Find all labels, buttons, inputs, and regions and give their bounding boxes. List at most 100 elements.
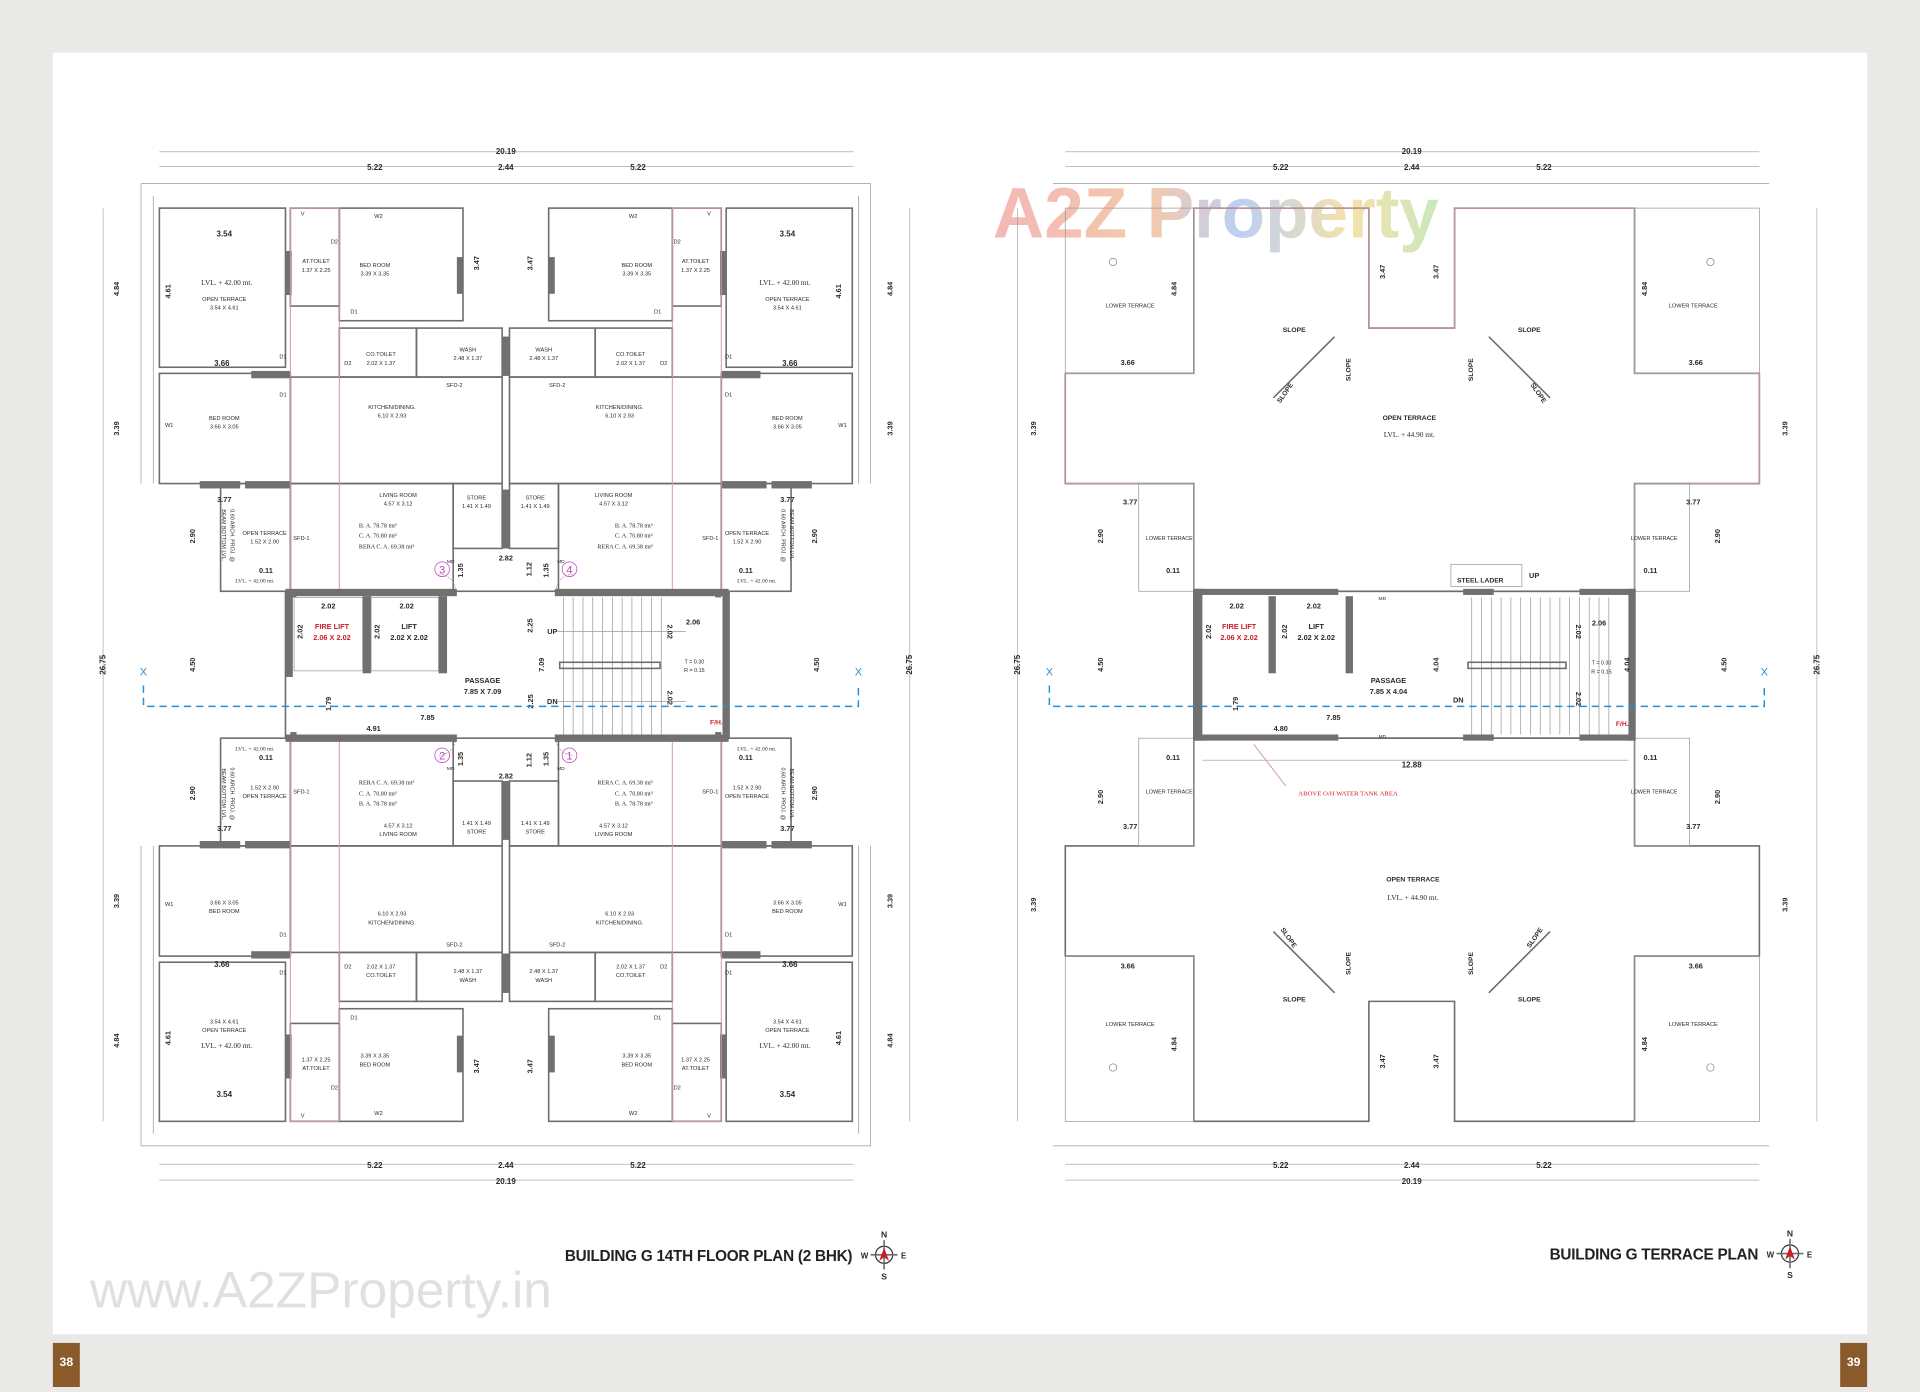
dim-label: 2.90 — [810, 529, 819, 543]
dim-label: 4.84 — [112, 1033, 121, 1048]
lower-terrace-outline — [1634, 207, 1760, 374]
room-size: 3.39 X 3.35 — [622, 271, 651, 277]
dim-label: 4.61 — [163, 1031, 172, 1045]
dim-label: 0.11 — [259, 753, 273, 762]
fire-lift-label: FIRE LIFT — [1222, 622, 1257, 631]
dim-label: 2.44 — [1404, 163, 1420, 172]
dim-label: 4.61 — [834, 284, 843, 298]
room-name-open-terrace: OPEN TERRACE — [202, 297, 247, 303]
dim-label: 2.02 — [1204, 625, 1213, 639]
dim-label: 2.02 — [665, 691, 674, 705]
beam-note: 0.60 ARCH. PROJ. @ — [779, 768, 785, 821]
room-size: 6.10 X 2.93 — [378, 912, 407, 918]
room-name-wash: WASH — [460, 978, 477, 984]
slope-label: SLOPE — [1346, 952, 1353, 975]
lower-terrace-label: LOWER TERRACE — [1631, 536, 1678, 542]
tread-note: T = 0.30 — [684, 660, 704, 666]
rain-water-outlet-icon — [1706, 257, 1715, 267]
door-tag: MD — [557, 559, 565, 565]
room-name-open-terrace: OPEN TERRACE — [725, 794, 770, 800]
lower-terrace-label: LOWER TERRACE — [1631, 789, 1678, 795]
section-marker: X — [140, 667, 148, 679]
beam-note: 0.60 ARCH. PROJ. @ — [779, 509, 785, 562]
dim-label: 2.25 — [526, 694, 535, 708]
room-size: 2.02 X 1.37 — [616, 361, 645, 367]
dim-label: 20.19 — [496, 1177, 516, 1186]
window-tag: W1 — [165, 423, 173, 429]
dim-label: 7.85 — [1326, 713, 1340, 722]
lower-terrace-outline — [1634, 737, 1690, 847]
slope-label: SLOPE — [1518, 996, 1541, 1003]
dim-label: 3.77 — [217, 495, 231, 504]
carpet-area: C. A. 70.80 mt² — [615, 532, 653, 539]
door-tag: D2 — [344, 361, 351, 367]
beam-note: BEAM BOTTOM LVL. — [788, 768, 794, 820]
dim-label: 4.04 — [1432, 657, 1441, 672]
door-tag: D1 — [350, 1016, 357, 1022]
room-name-co-toilet: CO.TOILET — [616, 973, 646, 979]
dim-label: 5.22 — [1536, 163, 1552, 172]
slope-label: SLOPE — [1283, 327, 1306, 334]
room-size: 6.10 X 2.93 — [605, 413, 634, 419]
door-tag: MD — [557, 766, 565, 772]
room-size: 4.57 X 3.12 — [599, 502, 628, 508]
door-swing — [555, 738, 574, 756]
wall-segment — [245, 841, 291, 849]
dim-label: 2.06 — [1592, 619, 1606, 628]
dim-label: 1.35 — [542, 752, 551, 766]
dim-label: 3.77 — [1686, 822, 1700, 831]
room-size: 2.02 X 1.37 — [367, 361, 396, 367]
stair-down: DN — [547, 697, 558, 706]
dim-label: 3.47 — [472, 1059, 481, 1073]
window-tag: W2 — [374, 214, 382, 220]
slope-arrow — [1488, 336, 1551, 399]
level-label: LVL. + 42.00 mt. — [759, 1041, 810, 1050]
riser-note: R = 0.15 — [1591, 669, 1611, 675]
wall-segment — [1193, 734, 1339, 741]
dim-label: 3.39 — [886, 421, 895, 435]
wall-segment — [1628, 588, 1636, 741]
room-name-wash: WASH — [535, 978, 552, 984]
dim-label: 3.77 — [780, 824, 794, 833]
passage-label: PASSAGE — [465, 676, 500, 685]
room-name-open-terrace: OPEN TERRACE — [243, 794, 288, 800]
door-tag: D1 — [725, 933, 732, 939]
room-size: 1.52 X 2.90 — [733, 786, 762, 792]
open-terrace-outline — [1064, 737, 1761, 1123]
slope-label: SLOPE — [1468, 358, 1475, 381]
dim-label: 4.84 — [1640, 1036, 1649, 1051]
dim-label: 2.02 — [665, 625, 674, 639]
lower-terrace-label: LOWER TERRACE — [1106, 303, 1155, 309]
dim-label: 20.19 — [1402, 1177, 1422, 1186]
lower-terrace-outline — [1138, 483, 1195, 592]
dim-label: 3.47 — [1378, 1054, 1387, 1068]
lift-size: 2.02 X 2.02 — [1297, 633, 1335, 642]
dim-label: 4.50 — [188, 658, 197, 672]
window-tag: W2 — [629, 214, 637, 220]
door-tag: SFD-2 — [549, 942, 565, 948]
stair-handrail — [1467, 661, 1567, 670]
door-tag: SFD-1 — [702, 789, 718, 795]
wall-segment — [548, 1035, 555, 1073]
lower-terrace-outline — [1634, 955, 1760, 1122]
left-plan-title: BUILDING G 14TH FLOOR PLAN (2 BHK) — [565, 1248, 853, 1265]
fire-lift-label: FIRE LIFT — [315, 622, 350, 631]
slope-arrow — [1488, 931, 1551, 994]
room-size: 3.66 X 3.05 — [210, 901, 239, 907]
wall-segment — [554, 588, 729, 597]
section-marker: X — [855, 667, 863, 679]
dim-label: 3.77 — [1123, 822, 1137, 831]
slope-label: SLOPE — [1518, 327, 1541, 334]
beam-note: BEAM BOTTOM LVL. — [220, 509, 226, 561]
room-size: 1.52 X 2.90 — [250, 786, 279, 792]
compass-n: N — [881, 1230, 887, 1240]
dim-label: 3.47 — [1432, 265, 1441, 279]
room-name-wash: WASH — [535, 347, 552, 353]
open-terrace-label: OPEN TERRACE — [1383, 415, 1437, 422]
vent-tag: V — [707, 211, 711, 217]
room-size: 1.37 X 2.25 — [681, 1057, 710, 1063]
